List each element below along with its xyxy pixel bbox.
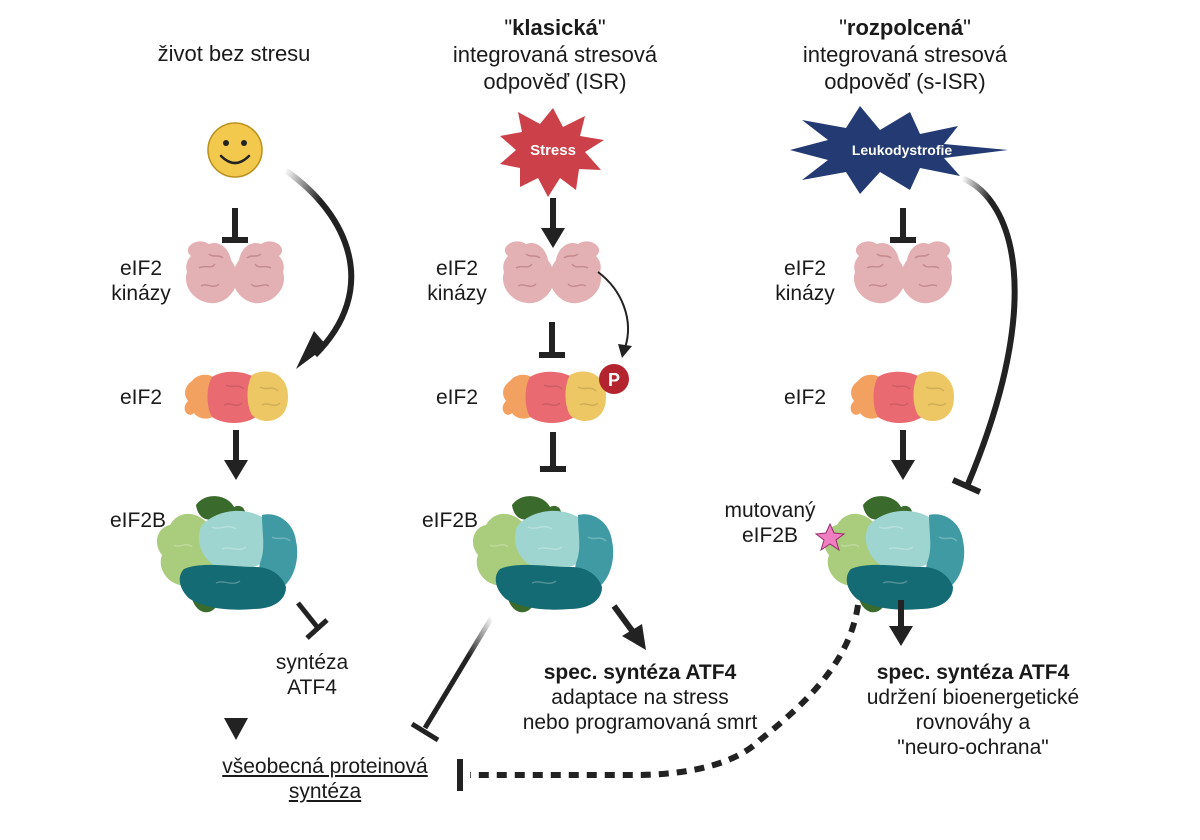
arrow-head <box>224 718 248 740</box>
stress-star-icon: Stress <box>500 108 604 197</box>
kinase-icon <box>185 240 285 304</box>
smiley-icon <box>207 122 263 178</box>
eif2b-label: eIF2B <box>109 509 167 532</box>
eif2-icon <box>849 370 955 424</box>
mutation-star-icon <box>814 522 846 552</box>
atf4-synthesis-label: syntéza ATF4 <box>275 651 349 699</box>
inhibit-line <box>890 208 916 243</box>
arrow <box>611 604 646 650</box>
leukodystrophy-star-icon: Leukodystrofie <box>790 106 1008 194</box>
arrow-head <box>618 344 632 358</box>
inhibit-line <box>222 208 248 243</box>
arrow-head <box>296 331 327 369</box>
inhibit-line <box>539 322 565 358</box>
column-title-no-stress: život bez stresu <box>157 41 311 66</box>
activation-arrow <box>283 167 355 358</box>
eif2-label: eIF2 <box>783 386 827 409</box>
inhibit-line <box>296 601 329 640</box>
arrow <box>889 600 913 646</box>
inhibit-line <box>540 432 566 472</box>
eif2-icon <box>501 370 607 424</box>
split-isr-output: spec. syntéza ATF4 udržení bioenergetick… <box>866 661 1080 759</box>
column-title-split-isr: "rozpolcená" integrovaná stresová odpově… <box>802 15 1008 94</box>
kinase-label: eIF2 kinázy <box>427 257 487 305</box>
eif2b-complex-icon <box>823 495 965 614</box>
leukodystrophy-star-label: Leukodystrofie <box>852 142 953 158</box>
kinase-label: eIF2 kinázy <box>775 257 835 305</box>
inhibit-bar <box>410 721 440 743</box>
eif2b-complex-icon <box>472 495 614 614</box>
inhibit-line <box>422 615 495 730</box>
phospho-arrow <box>597 271 629 349</box>
classic-isr-output: spec. syntéza ATF4 adaptace na stress ne… <box>522 661 758 734</box>
kinase-icon <box>502 240 602 304</box>
eif2-label: eIF2 <box>119 386 163 409</box>
eif2b-label: eIF2B <box>421 509 479 532</box>
kinase-label: eIF2 kinázy <box>111 257 171 305</box>
dotted-inhibit-line <box>470 604 861 778</box>
inhibit-bar <box>951 477 982 495</box>
general-protein-synthesis-label: všeobecná proteinová syntéza <box>222 755 428 803</box>
column-title-classic-isr: "klasická" integrovaná stresová odpověď … <box>452 15 658 94</box>
stress-star-label: Stress <box>530 142 576 159</box>
inhibit-line <box>960 175 1018 486</box>
arrow <box>891 430 915 480</box>
eif2-label: eIF2 <box>435 386 479 409</box>
phosphate-badge: P <box>599 364 629 394</box>
mutated-eif2b-label: mutovaný eIF2B <box>724 499 816 547</box>
eif2-icon <box>183 370 289 424</box>
arrow <box>541 198 565 248</box>
arrow <box>224 430 248 480</box>
kinase-icon <box>853 240 953 304</box>
phosphate-label: P <box>608 370 620 390</box>
